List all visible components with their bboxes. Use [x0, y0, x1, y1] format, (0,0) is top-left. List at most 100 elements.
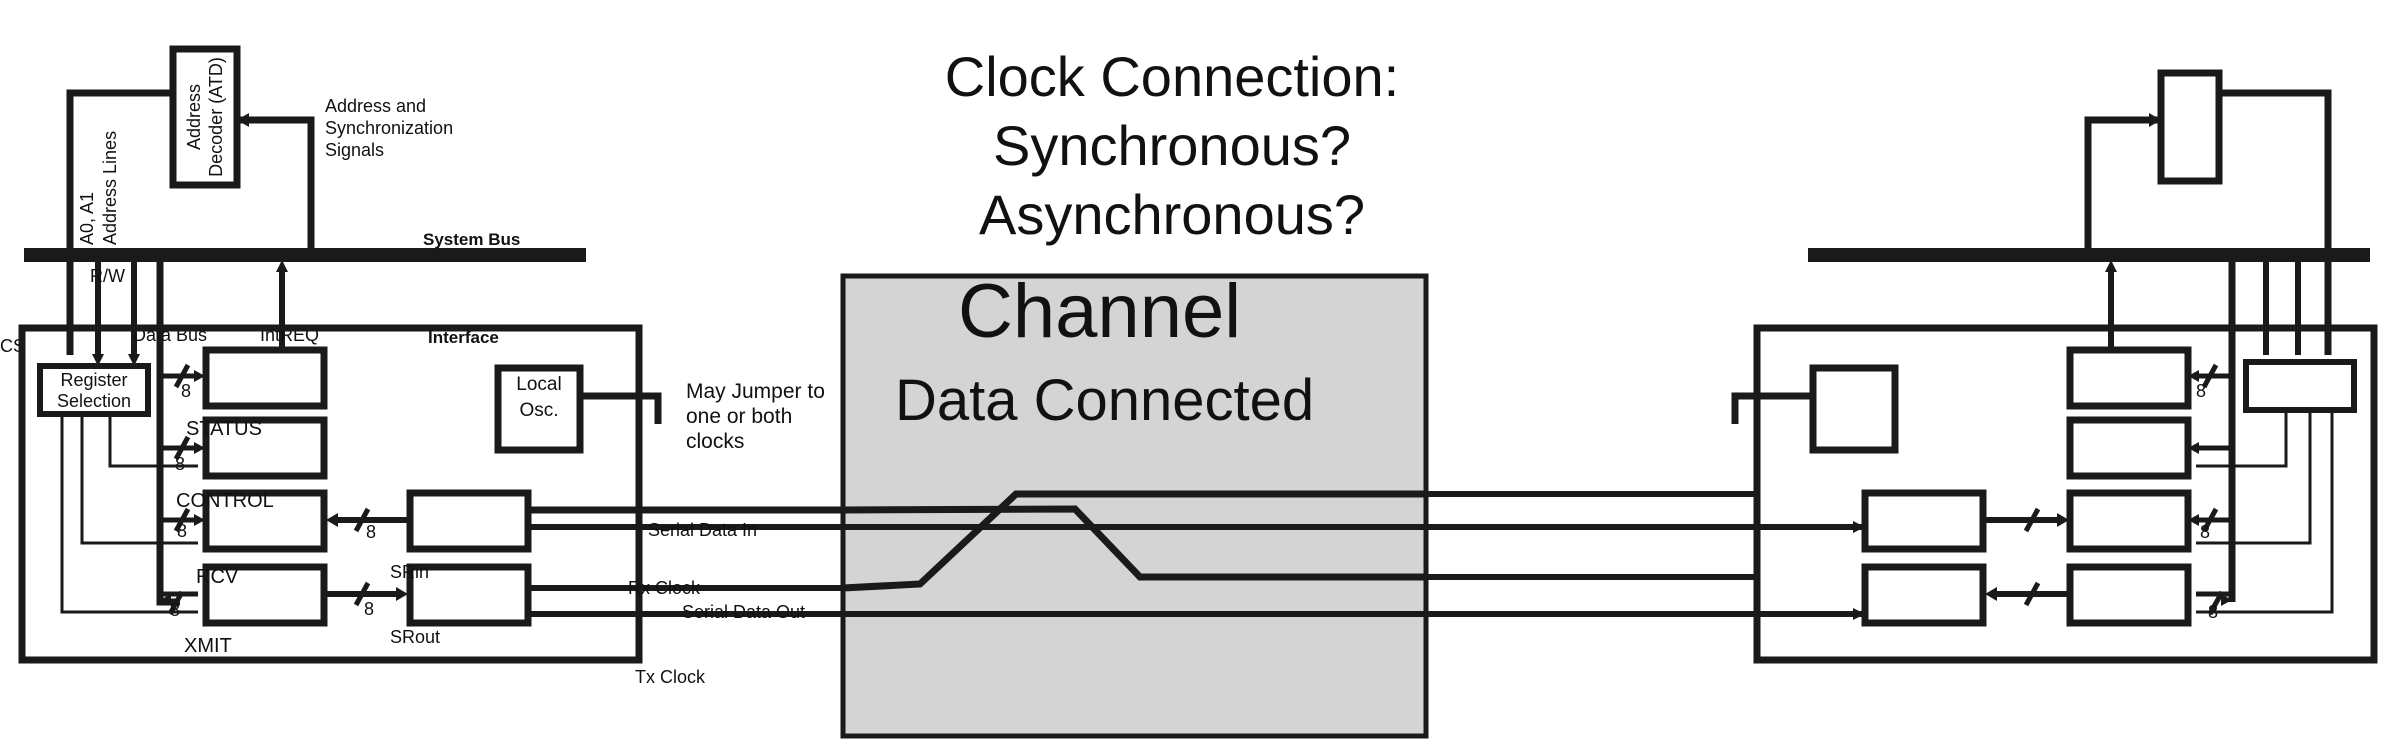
- addr-sync-label-2: Synchronization: [325, 118, 453, 138]
- right-rcv-register: [2066, 563, 2192, 627]
- right-tap-4-arrow: [2221, 594, 2232, 606]
- width-8-4: 8: [170, 600, 180, 620]
- right-slash-3: [2201, 507, 2219, 533]
- width-8-1: 8: [181, 381, 191, 401]
- channel-box: [840, 273, 1429, 739]
- slash-6: [353, 581, 371, 607]
- srout-label: SRout: [390, 627, 440, 647]
- left-srin-register: [406, 489, 532, 553]
- slash-3: [173, 507, 191, 533]
- right-tap-2-arrow: [2188, 442, 2199, 454]
- addr-sync-label-1: Address and: [325, 96, 426, 116]
- local-osc-label-2: Osc.: [519, 400, 558, 421]
- right-width-8-1: 8: [2196, 381, 2206, 401]
- width-8-5: 8: [366, 522, 376, 542]
- left-control-register: [202, 489, 328, 553]
- address-decoder-label-2: Decoder (ATD): [206, 57, 226, 177]
- width-8-2: 8: [175, 454, 185, 474]
- right-status-register: [2066, 416, 2192, 480]
- local-osc-jumper-line: [580, 392, 662, 424]
- title-line-2: Synchronous?: [993, 114, 1351, 177]
- right-line-d-arrow: [1853, 608, 1865, 620]
- address-line-arrow: [92, 354, 104, 366]
- status-label: STATUS: [186, 418, 262, 440]
- srin-to-control-arrow: [326, 513, 338, 527]
- bus-tap-rcv-arrow: [160, 594, 171, 606]
- right-slash-5: [2023, 507, 2041, 533]
- channel-title: Channel: [958, 269, 1241, 354]
- slash-2: [173, 435, 191, 461]
- regsel-out-2: [80, 414, 198, 545]
- left-rcv-register: [202, 563, 328, 627]
- regsel-out-3: [60, 414, 198, 614]
- right-control-register: [2066, 489, 2192, 553]
- serial-data-out-label: Serial Data Out: [682, 602, 805, 622]
- right-register-selection-box: [2243, 359, 2357, 413]
- tx-clock-label: Tx Clock: [635, 667, 706, 687]
- jumper-label-1: May Jumper to: [686, 380, 825, 403]
- right-address-decoder-box: [2157, 69, 2223, 185]
- left-status-register: [202, 416, 328, 480]
- right-srin-to-control-arrow: [2057, 513, 2069, 527]
- right-regsel-out-1: [2196, 410, 2288, 468]
- slash-5: [353, 507, 371, 533]
- intreq-arrow: [276, 260, 288, 272]
- addr-sync-label-3: Signals: [325, 140, 384, 160]
- xmit-label: XMIT: [184, 635, 232, 657]
- interface-label: Interface: [428, 328, 499, 347]
- right-local-osc-box: [1809, 364, 1899, 454]
- right-slash-4: [2207, 590, 2225, 616]
- jumper-label-2: one or both: [686, 405, 792, 428]
- address-decoder-box: [169, 45, 241, 189]
- register-selection-label-2: Selection: [57, 391, 131, 411]
- data-bus-drop: [156, 262, 180, 606]
- a0a1-label: A0, A1: [77, 192, 97, 245]
- register-selection-box: [37, 363, 151, 417]
- right-tap-3-arrow: [2188, 514, 2199, 526]
- address-lines-label: Address Lines: [100, 131, 120, 245]
- srin-label: SRin: [390, 562, 429, 582]
- slash-1: [173, 363, 191, 389]
- jumper-label-3: clocks: [686, 430, 744, 453]
- right-slash-6: [2023, 581, 2041, 607]
- right-regsel-out-3: [2196, 410, 2334, 614]
- system-bus-label: System Bus: [423, 230, 520, 249]
- right-width-8-3: 8: [2200, 522, 2210, 542]
- register-selection-label-1: Register: [60, 370, 127, 390]
- rw-label: R/W: [90, 266, 125, 286]
- decoder-sync-line: [240, 116, 315, 255]
- right-cs-line: [2219, 89, 2332, 355]
- right-srout-register: [1861, 563, 1987, 627]
- right-regsel-out-2: [2196, 410, 2312, 545]
- title-line-3: Asynchronous?: [979, 183, 1365, 246]
- bus-tap-intreq-arrow: [194, 370, 205, 382]
- right-slash-1: [2201, 363, 2219, 389]
- crossing-line-b: [842, 490, 1426, 592]
- width-8-3: 8: [177, 521, 187, 541]
- width-8-6: 8: [364, 599, 374, 619]
- slash-4: [167, 590, 185, 616]
- crossing-line-a: [530, 505, 1426, 581]
- control-label: CONTROL: [176, 490, 274, 512]
- rw-line-arrow: [128, 354, 140, 366]
- channel-subtitle: Data Connected: [895, 368, 1314, 433]
- bus-tap-control-arrow: [194, 514, 205, 526]
- decoder-sync-arrow: [237, 113, 249, 127]
- left-interface-box: [18, 324, 643, 664]
- right-intreq-arrow: [2105, 260, 2117, 272]
- right-intreq-register: [2066, 346, 2192, 410]
- address-decoder-label: Address: [184, 84, 204, 150]
- left-srout-register: [406, 563, 532, 627]
- right-osc-line: [1731, 392, 1813, 424]
- right-decoder-arrow: [2149, 113, 2161, 127]
- right-line-b-arrow: [1853, 521, 1865, 533]
- cs-line: [66, 89, 173, 355]
- title-line-1: Clock Connection:: [945, 45, 1399, 108]
- right-tap-1-arrow: [2188, 370, 2199, 382]
- bus-tap-status-arrow: [194, 442, 205, 454]
- local-osc-box: [494, 364, 584, 454]
- right-srin-register: [1861, 489, 1987, 553]
- regsel-out-1: [108, 414, 198, 468]
- xmit-to-srout-arrow: [396, 587, 408, 601]
